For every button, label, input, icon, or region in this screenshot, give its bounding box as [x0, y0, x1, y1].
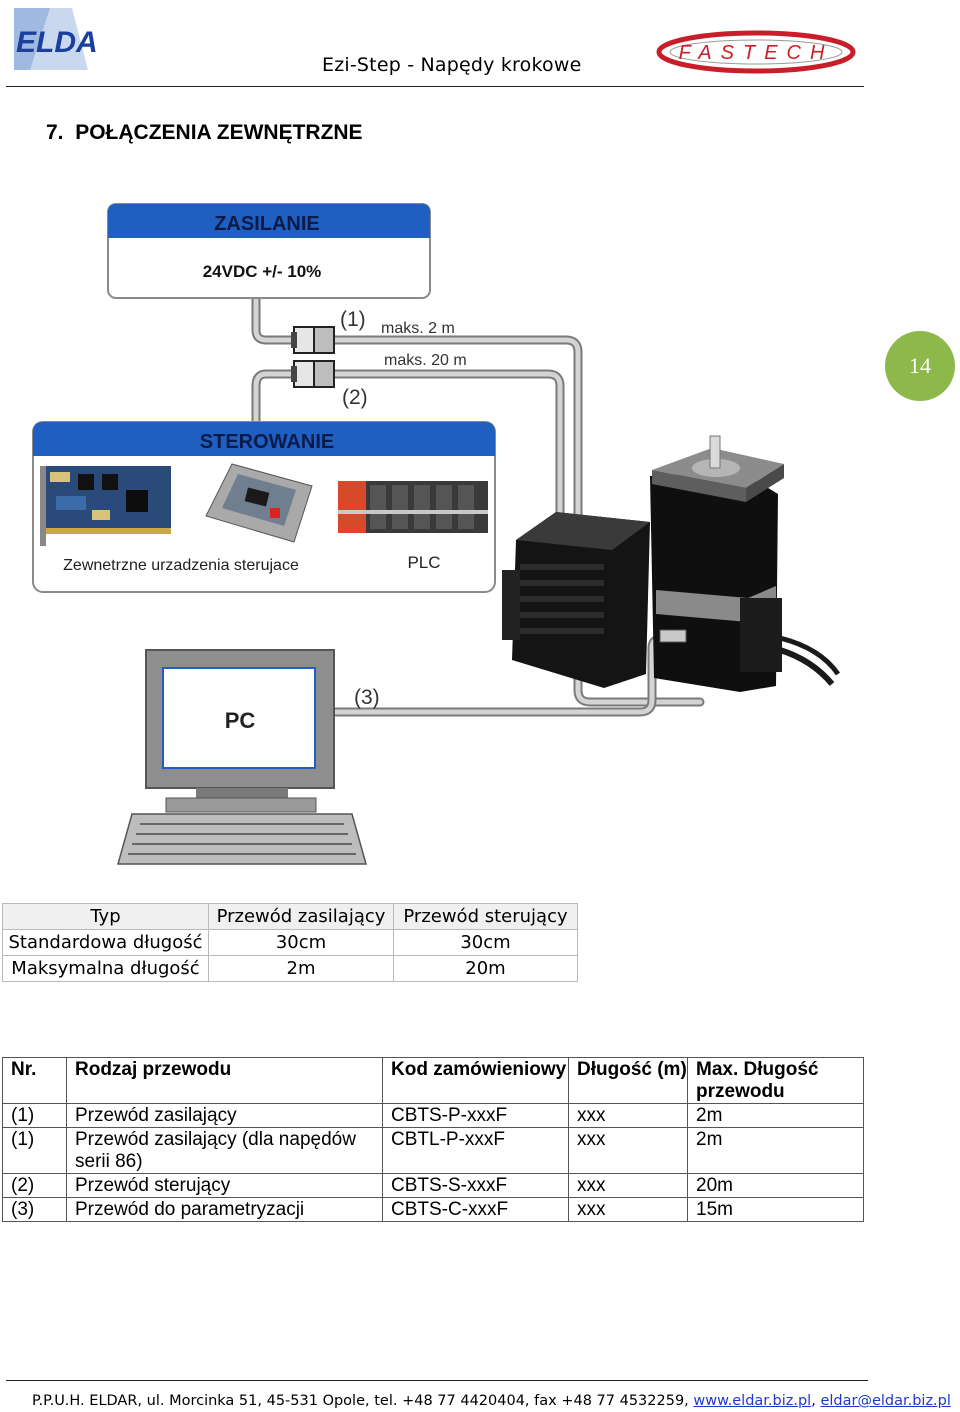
table-cell: (3) [2, 1197, 67, 1222]
section-heading: 7. POŁĄCZENIA ZEWNĘTRZNE [46, 121, 363, 145]
table-cell: 2m [687, 1103, 864, 1128]
table-cell: Przewód sterujący [66, 1173, 383, 1198]
motion-controller-image [205, 463, 313, 543]
table-row: Maksymalna długość 2m 20m [2, 955, 578, 982]
table-row: Typ Przewód zasilający Przewód sterujący [2, 903, 578, 930]
table-cell: Standardowa długość [2, 929, 209, 956]
table-cell: Przewód sterujący [393, 903, 578, 930]
table-row: (2) Przewód sterujący CBTS-S-xxxF xxx 20… [2, 1173, 864, 1198]
table-cell: Maksymalna długość [2, 955, 209, 982]
table-row: (3) Przewód do parametryzacji CBTS-C-xxx… [2, 1197, 864, 1222]
footer: P.P.U.H. ELDAR, ul. Morcinka 51, 45-531 … [32, 1393, 951, 1409]
table-cell: 2m [687, 1127, 864, 1174]
connector-1 [291, 326, 335, 354]
table-cell: Typ [2, 903, 209, 930]
power-box-title: ZASILANIE [214, 213, 320, 235]
table-cell: xxx [568, 1127, 688, 1174]
table-cell: CBTS-P-xxxF [382, 1103, 569, 1128]
pc-image: PC [117, 649, 367, 865]
table-row: Standardowa długość 30cm 30cm [2, 929, 578, 956]
cable-length-spec-table: Typ Przewód zasilający Przewód sterujący… [2, 903, 578, 982]
website-link[interactable]: www.eldar.biz.pl [693, 1393, 812, 1409]
power-supply-box: ZASILANIE 24VDC +/- 10% [107, 203, 431, 299]
section-title: POŁĄCZENIA ZEWNĘTRZNE [75, 121, 363, 144]
column-header: Max. Długość przewodu [687, 1057, 864, 1104]
table-cell: 20m [393, 955, 578, 982]
power-box-subtitle: 24VDC +/- 10% [203, 262, 322, 281]
plc-image [338, 481, 488, 533]
control-box-title: STEROWANIE [200, 431, 334, 453]
table-cell: xxx [568, 1103, 688, 1128]
table-cell: 20m [687, 1173, 864, 1198]
table-cell: (1) [2, 1127, 67, 1174]
external-devices-label: Zewnetrzne urzadzenia sterujace [63, 557, 299, 574]
footer-address: P.P.U.H. ELDAR, ul. Morcinka 51, 45-531 … [32, 1393, 694, 1409]
connection-diagram: (1) maks. 2 m maks. 20 m (2) (3) ZASILAN… [32, 203, 841, 865]
section-number: 7. [46, 121, 64, 144]
header-title: Ezi-Step - Napędy krokowe [322, 54, 582, 76]
table-cell: CBTS-S-xxxF [382, 1173, 569, 1198]
cable1-label: (1) [340, 308, 366, 331]
table-cell: (1) [2, 1103, 67, 1128]
table-cell: CBTS-C-xxxF [382, 1197, 569, 1222]
footer-divider [6, 1380, 868, 1381]
table-cell: 30cm [208, 929, 394, 956]
column-header: Kod zamówieniowy [382, 1057, 569, 1104]
table-cell: 2m [208, 955, 394, 982]
table-cell: (2) [2, 1173, 67, 1198]
pc-label: PC [225, 708, 256, 733]
fastech-logo-text: FASTECH [679, 42, 834, 64]
table-cell: Przewód do parametryzacji [66, 1197, 383, 1222]
stepper-motor-image [502, 435, 841, 692]
table-row: (1) Przewód zasilający CBTS-P-xxxF xxx 2… [2, 1103, 864, 1128]
connector-2 [291, 360, 335, 388]
cable2-max-label: maks. 20 m [384, 352, 467, 369]
footer-separator: , [811, 1393, 821, 1409]
fastech-logo: FASTECH [656, 30, 856, 74]
table-header-row: Nr. Rodzaj przewodu Kod zamówieniowy Dłu… [2, 1057, 864, 1104]
eldar-logo: ELDAR [10, 6, 120, 72]
email-link[interactable]: eldar@eldar.biz.pl [820, 1393, 951, 1409]
column-header: Nr. [2, 1057, 67, 1104]
column-header: Rodzaj przewodu [66, 1057, 383, 1104]
cable2-label: (2) [342, 386, 368, 409]
controller-card-image [40, 466, 171, 546]
table-row: (1) Przewód zasilający (dla napędów seri… [2, 1127, 864, 1174]
page-number-badge: 14 [885, 331, 955, 401]
table-cell: xxx [568, 1173, 688, 1198]
cable1-max-label: maks. 2 m [381, 320, 455, 337]
column-header: Długość (m) [568, 1057, 688, 1104]
table-cell: xxx [568, 1197, 688, 1222]
table-cell: 30cm [393, 929, 578, 956]
control-box: STEROWANIE [32, 421, 496, 593]
table-cell: CBTL-P-xxxF [382, 1127, 569, 1174]
cable3-label: (3) [354, 686, 380, 709]
plc-label: PLC [407, 553, 440, 572]
header-divider [6, 86, 864, 87]
table-cell: Przewód zasilający (dla napędów serii 86… [66, 1127, 383, 1174]
table-cell: Przewód zasilający [66, 1103, 383, 1128]
eldar-logo-text: ELDAR [16, 26, 96, 59]
cable-order-table: Nr. Rodzaj przewodu Kod zamówieniowy Dłu… [2, 1057, 864, 1222]
table-cell: 15m [687, 1197, 864, 1222]
table-cell: Przewód zasilający [208, 903, 394, 930]
